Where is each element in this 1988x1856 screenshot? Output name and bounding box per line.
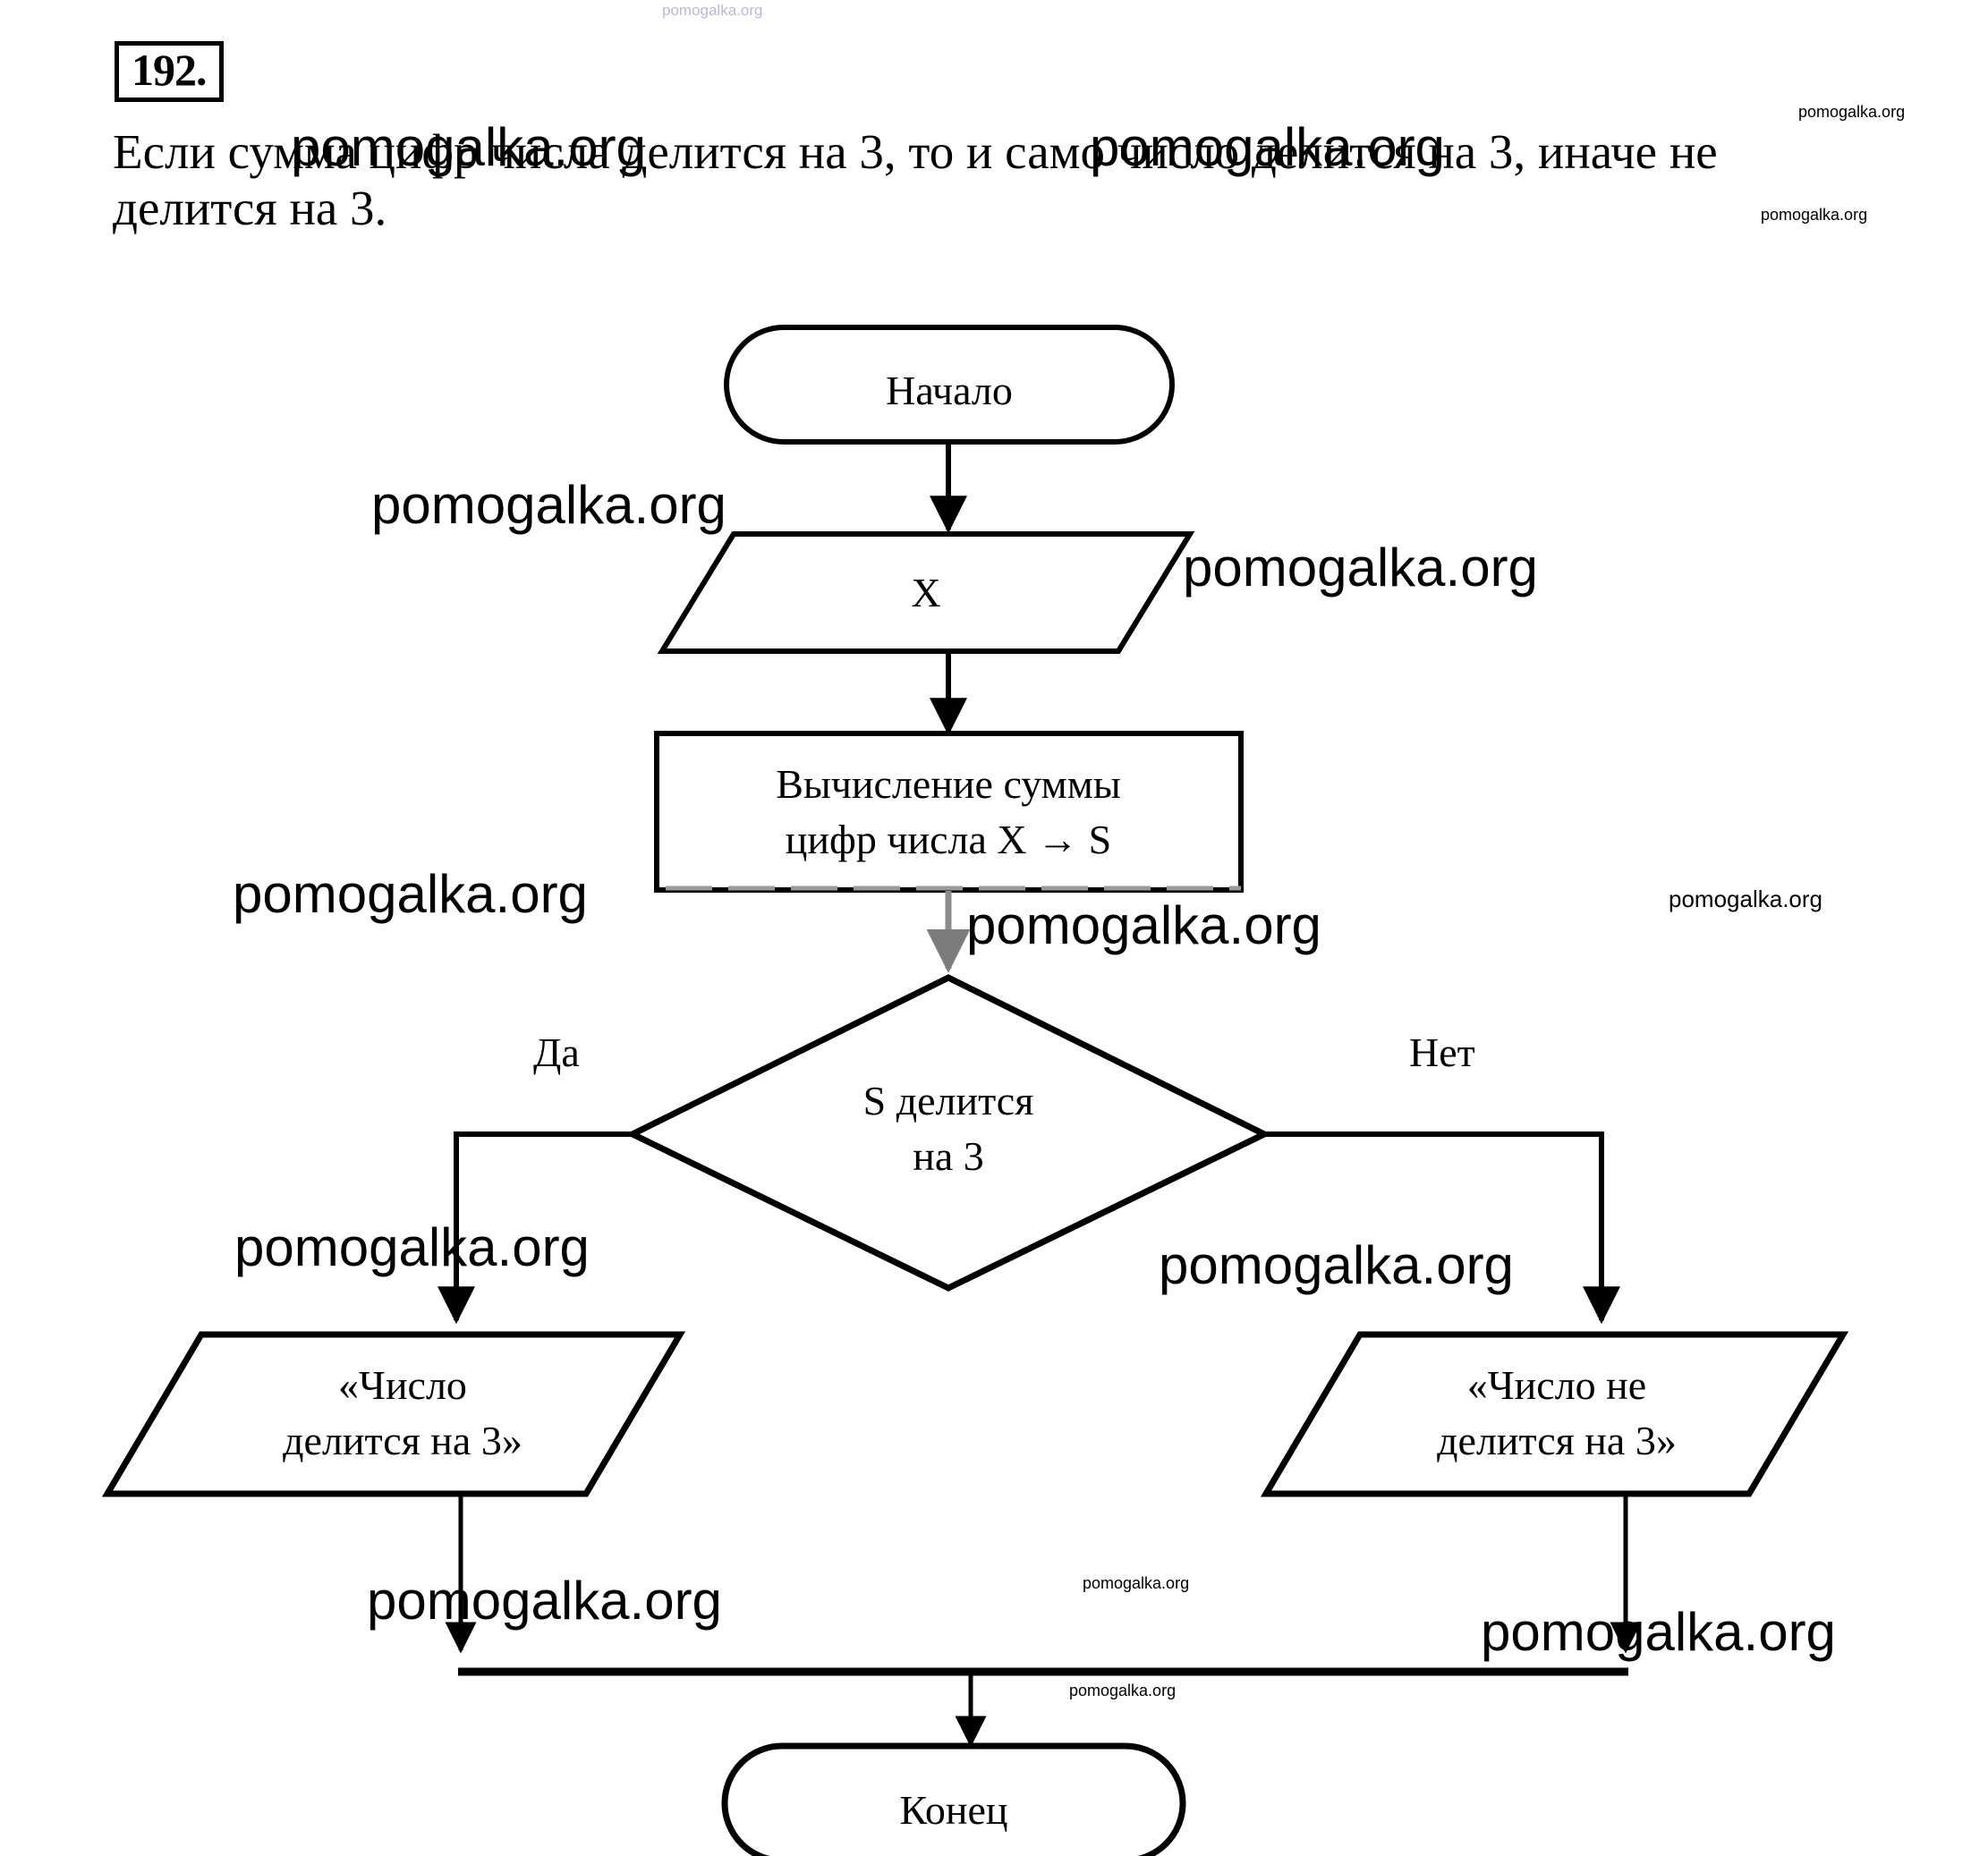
edge-decision-yes: [438, 1131, 633, 1325]
node-end: [721, 1742, 1186, 1856]
task-number-box: 192.: [115, 41, 224, 102]
node-input-x: [657, 531, 1195, 654]
node-decision: [625, 974, 1271, 1292]
edge-decision-no: [1264, 1131, 1620, 1325]
branch-label-no: Нет: [1409, 1030, 1475, 1075]
answer-paragraph: Если сумма цифр числа делится на 3, то и…: [113, 124, 1730, 236]
branch-label-yes: Да: [533, 1030, 580, 1075]
node-output-no: [1260, 1331, 1849, 1497]
node-process-sum: [654, 731, 1244, 893]
node-output-yes: [101, 1331, 686, 1497]
node-start: [724, 325, 1175, 445]
